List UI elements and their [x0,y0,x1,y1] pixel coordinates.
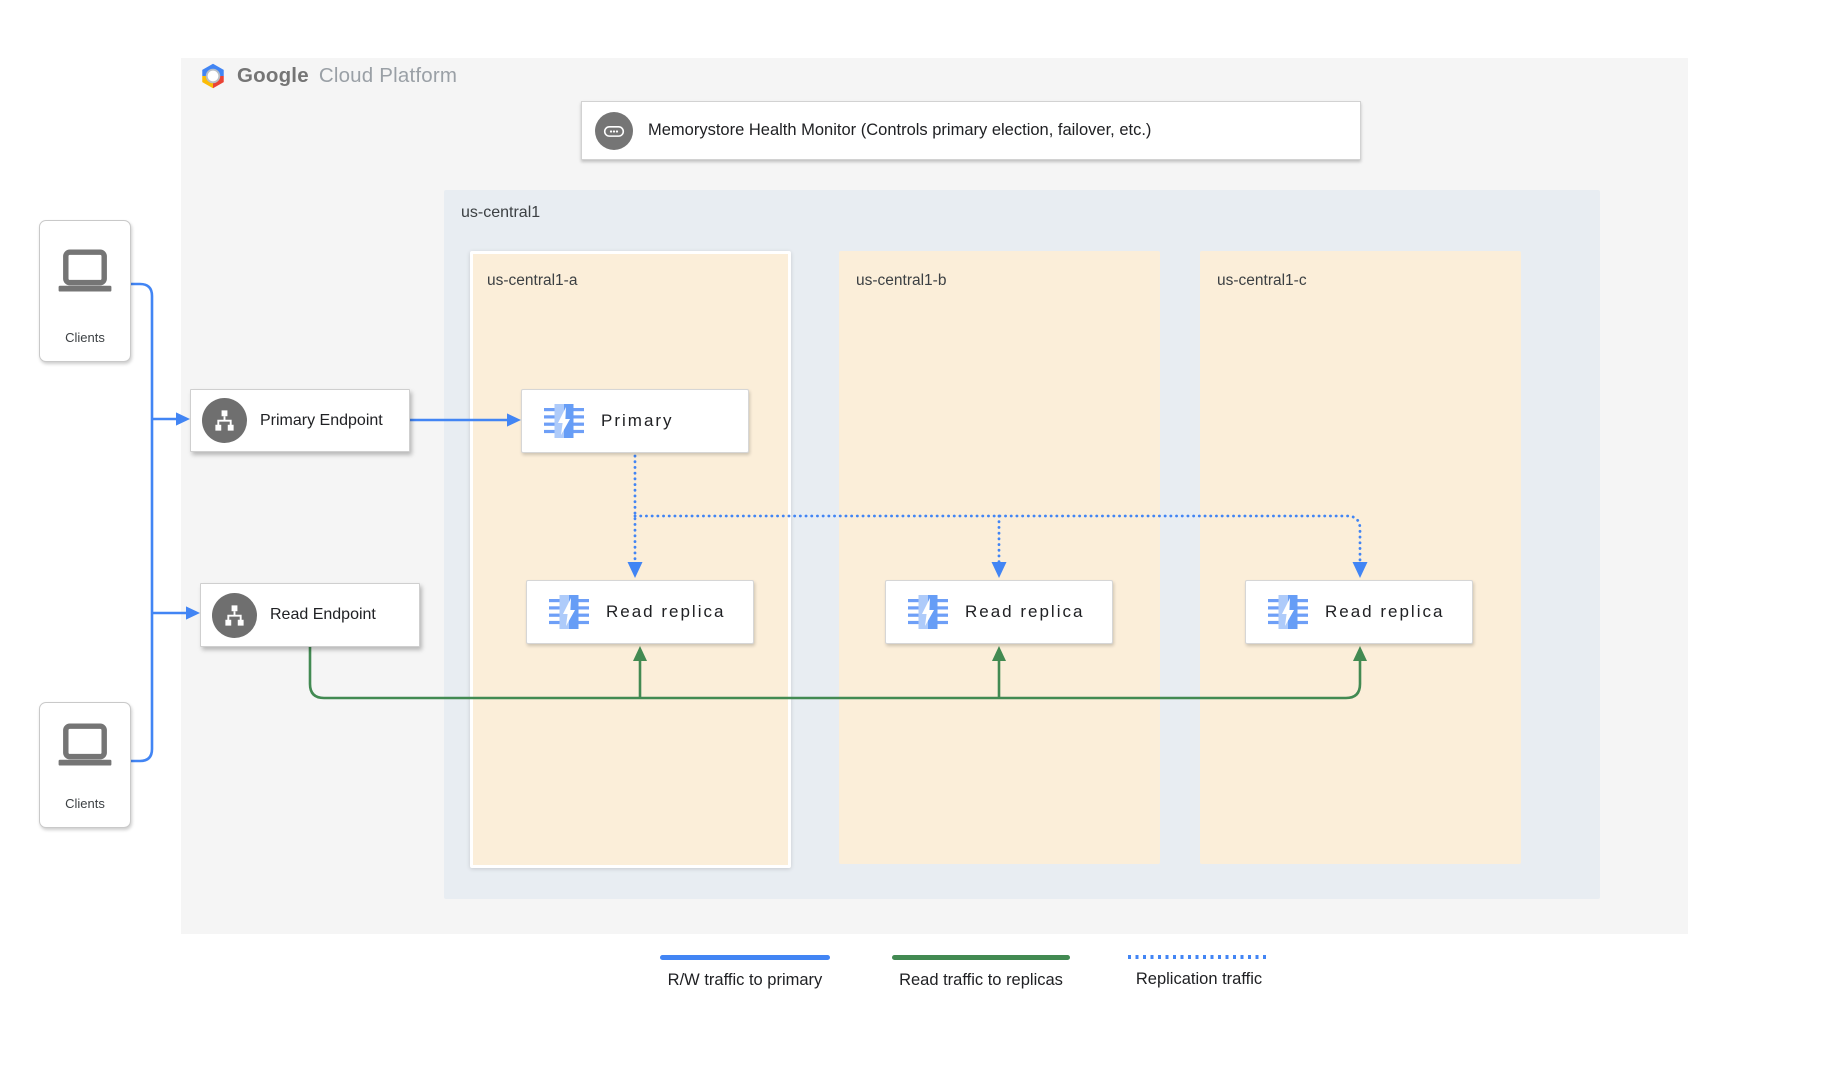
memorystore-icon [908,595,948,629]
legend-label: R/W traffic to primary [667,971,823,989]
region-label: us-central1 [461,204,541,221]
health-monitor-box: Memorystore Health Monitor (Controls pri… [581,101,1361,160]
health-monitor-label: Memorystore Health Monitor (Controls pri… [648,121,1152,139]
zone-label: us-central1-c [1217,272,1307,289]
primary-endpoint-label: Primary Endpoint [260,411,383,429]
memorystore-icon [549,595,589,629]
network-endpoint-icon [202,398,247,443]
gcp-logo: Google Cloud Platform [199,62,457,90]
legend-replication-traffic: Replication traffic [1128,955,1270,989]
clients-box-top: Clients [39,220,131,362]
legend-line-solid-green [892,955,1070,960]
laptop-icon [58,723,112,766]
read-replica-node-b: Read replica [885,580,1113,644]
read-replica-label: Read replica [965,602,1085,621]
read-replica-node-a: Read replica [526,580,754,644]
zone-us-central1-b: us-central1-b [839,251,1160,864]
clients-box-bottom: Clients [39,702,131,828]
legend-line-dotted-blue [1128,955,1270,959]
legend-label: Replication traffic [1135,970,1263,988]
brand-google: Google [237,64,309,87]
memorystore-icon [1268,595,1308,629]
zone-label: us-central1-a [487,272,578,289]
legend-rw-traffic: R/W traffic to primary [660,955,830,990]
laptop-icon [58,249,112,292]
clients-label: Clients [65,796,105,811]
read-replica-label: Read replica [1325,602,1445,621]
primary-node: Primary [521,389,749,453]
zone-us-central1-c: us-central1-c [1200,251,1521,864]
primary-node-label: Primary [601,411,674,430]
read-replica-label: Read replica [606,602,726,621]
read-replica-node-c: Read replica [1245,580,1473,644]
legend-label: Read traffic to replicas [899,971,1063,989]
legend-read-traffic: Read traffic to replicas [892,955,1070,990]
read-endpoint-box: Read Endpoint [200,583,420,647]
zone-label: us-central1-b [856,272,947,289]
zone-us-central1-a: us-central1-a [470,251,791,868]
clients-label: Clients [65,330,105,345]
primary-endpoint-box: Primary Endpoint [190,389,410,452]
memorystore-icon [544,404,584,438]
network-endpoint-icon [212,592,257,638]
brand-cloud-platform: Cloud Platform [318,64,458,87]
gcp-hexagon-icon [202,63,224,89]
legend-line-solid-blue [660,955,830,960]
ellipsis-console-icon [595,111,633,150]
read-endpoint-label: Read Endpoint [270,606,376,623]
